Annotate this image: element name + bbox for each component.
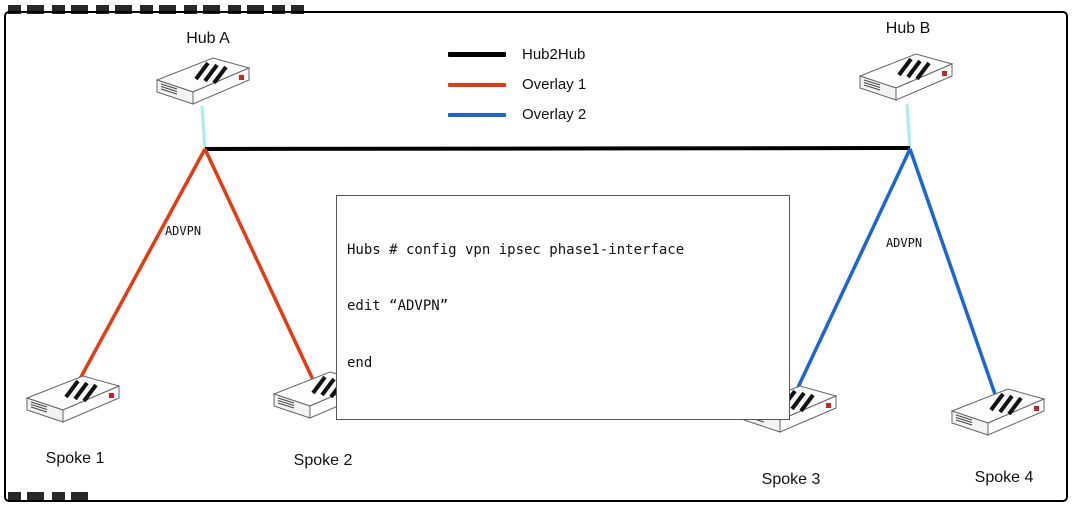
cli-line-1: Hubs # config vpn ipsec phase1-interface xyxy=(347,241,685,258)
edge-huba-spoke2 xyxy=(203,148,317,385)
legend: Hub2Hub Overlay 1 Overlay 2 xyxy=(448,46,586,123)
node-label-spoke-1: Spoke 1 xyxy=(45,450,105,467)
router-icon-spoke-1 xyxy=(25,374,121,424)
node-label-spoke-3: Spoke 3 xyxy=(761,471,821,488)
legend-row-hub2hub: Hub2Hub xyxy=(448,46,586,63)
edge-label-advpn-right: ADVPN xyxy=(885,236,923,250)
node-label-spoke-4: Spoke 4 xyxy=(974,469,1034,486)
cropped-text-artifact-top xyxy=(8,5,304,14)
edge-hubb-spoke3 xyxy=(791,148,912,399)
edge-label-advpn-left: ADVPN xyxy=(164,224,202,238)
edge-hub2hub xyxy=(204,146,911,151)
legend-label-hub2hub: Hub2Hub xyxy=(522,46,586,63)
cli-line-2: edit “ADVPN” xyxy=(347,298,449,315)
node-label-spoke-2: Spoke 2 xyxy=(293,452,353,469)
legend-row-overlay1: Overlay 1 xyxy=(448,76,586,93)
router-icon-hub-b xyxy=(858,52,954,102)
cli-line-3: end xyxy=(347,355,373,372)
legend-swatch-overlay1 xyxy=(448,82,506,87)
node-label-hub-b: Hub B xyxy=(885,20,931,37)
legend-label-overlay2: Overlay 2 xyxy=(522,106,587,123)
legend-label-overlay1: Overlay 1 xyxy=(522,76,587,93)
node-label-hub-a: Hub A xyxy=(186,30,230,47)
edge-hubb-drop xyxy=(905,103,912,150)
edge-hubb-spoke4 xyxy=(908,148,999,401)
cropped-text-artifact-bottom xyxy=(8,492,90,501)
cli-config-box: Hubs # config vpn ipsec phase1-interface… xyxy=(336,195,790,420)
edge-huba-drop xyxy=(200,105,207,150)
legend-swatch-hub2hub xyxy=(448,52,506,57)
router-icon-spoke-4 xyxy=(950,387,1046,437)
legend-row-overlay2: Overlay 2 xyxy=(448,106,586,123)
edge-huba-spoke1 xyxy=(73,148,207,389)
router-icon-hub-a xyxy=(155,56,251,106)
legend-swatch-overlay2 xyxy=(448,112,506,117)
